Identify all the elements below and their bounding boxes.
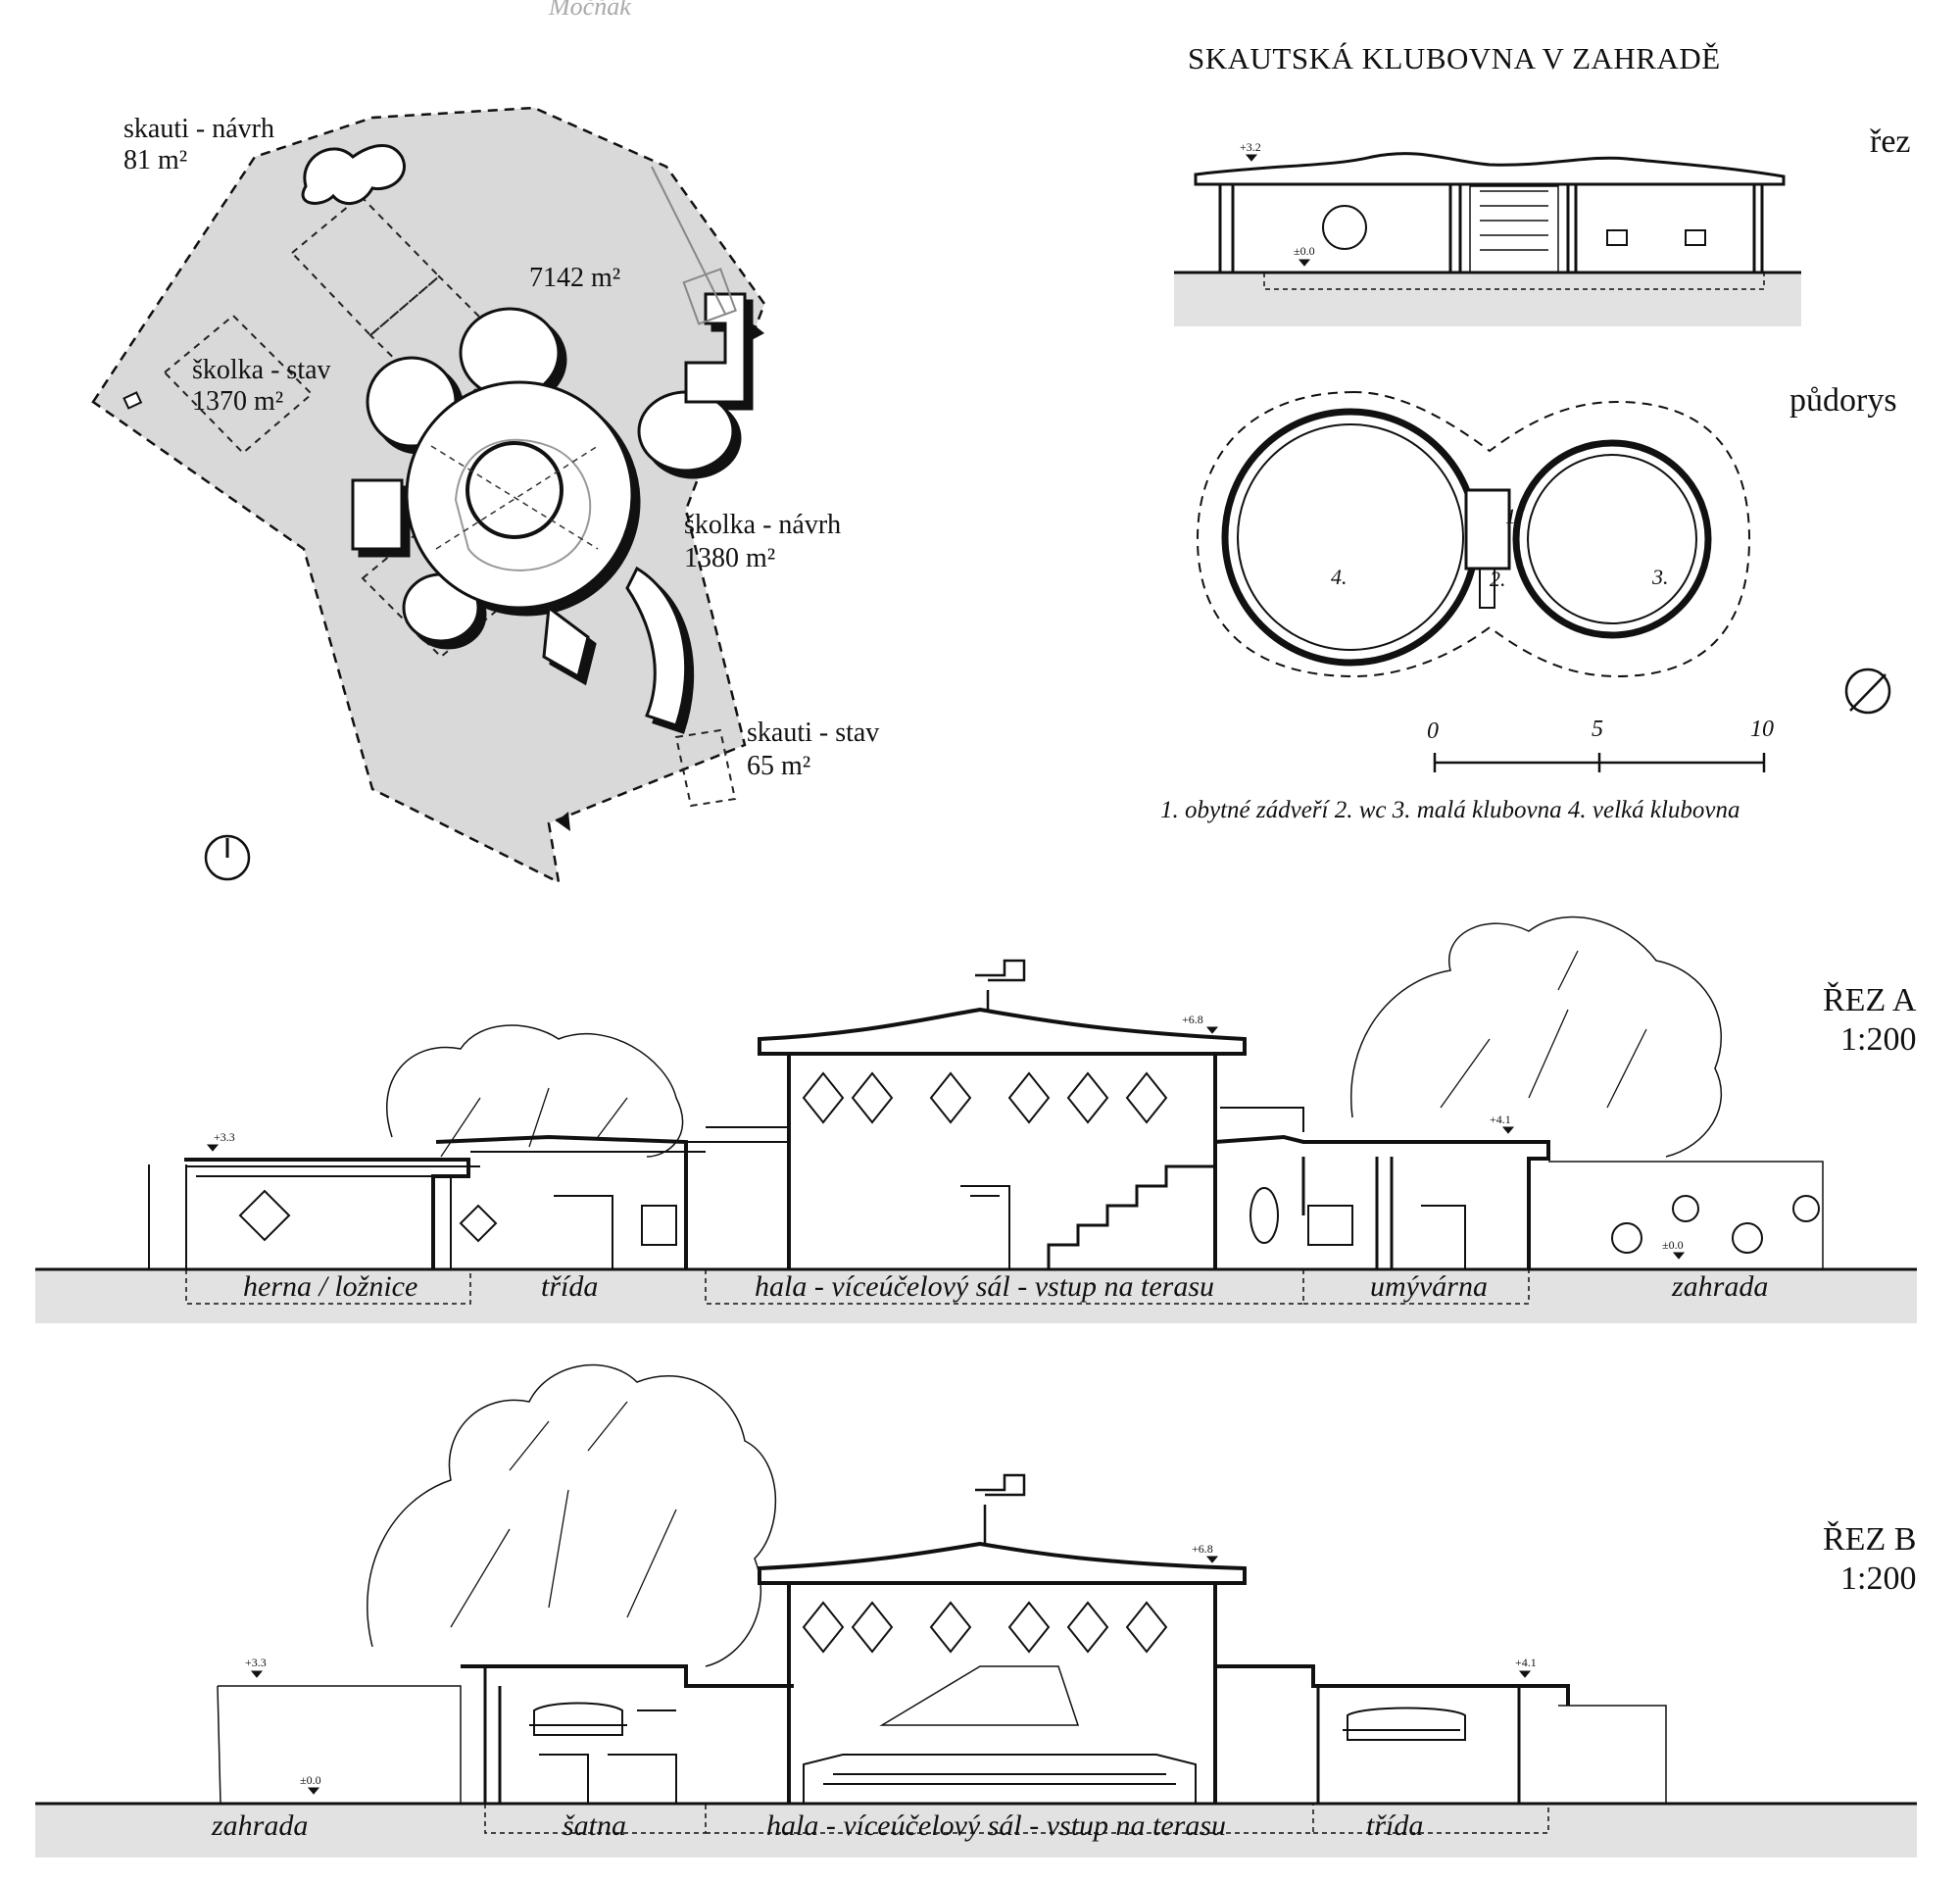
section-a-level-4: ±0.0	[1662, 1238, 1684, 1252]
area-kindergarten-proposal: 1380 m²	[684, 543, 776, 573]
ground-band-b	[35, 1804, 1917, 1857]
section-a-drawing	[35, 916, 1917, 1323]
author-fragment: Močňák	[549, 0, 631, 21]
plan-outline-dashed	[1196, 390, 1751, 678]
section-a-room-1: herna / ložnice	[243, 1270, 418, 1303]
section-b-scale: 1:200	[1840, 1560, 1917, 1597]
label-scouts-proposal: skauti - návrh	[123, 114, 274, 144]
room-number-3: 3.	[1652, 565, 1669, 589]
small-shed	[122, 391, 143, 410]
ground-band	[1174, 272, 1801, 326]
scale-tick-5: 5	[1592, 717, 1603, 742]
clubhouse-plan-heading: půdorys	[1789, 382, 1897, 419]
room-number-4: 4.	[1331, 565, 1348, 589]
section-b-drawing	[35, 1363, 1917, 1857]
large-clubroom-wall	[1221, 408, 1480, 667]
room-number-2: 2.	[1490, 567, 1506, 591]
tree-left-a	[386, 1024, 684, 1158]
section-b-level-2: ±0.0	[300, 1773, 321, 1787]
label-kindergarten-existing: školka - stav	[192, 355, 331, 385]
section-b-room-2: šatna	[563, 1809, 627, 1842]
small-clubroom-wall	[1512, 439, 1712, 639]
section-a-scale: 1:200	[1840, 1021, 1917, 1058]
level-marker-3-2	[1245, 154, 1258, 162]
hall-roof-a	[758, 1007, 1247, 1056]
amphitheatre-steps	[803, 1754, 1197, 1804]
compass-icon	[1844, 668, 1891, 715]
section-a-room-5: zahrada	[1672, 1270, 1769, 1303]
area-scouts-existing: 65 m²	[747, 751, 811, 781]
scale-tick-10: 10	[1750, 717, 1774, 742]
label-kindergarten-proposal: školka - návrh	[684, 510, 842, 540]
section-a-heading: ŘEZ A	[1823, 982, 1917, 1018]
section-b-room-3: hala - víceúčelový sál - vstup na terasu	[766, 1809, 1227, 1842]
section-b-level-4: +4.1	[1515, 1656, 1537, 1669]
east-fence	[651, 166, 726, 315]
section-a-room-3: hala - víceúčelový sál - vstup na terasu	[755, 1270, 1215, 1303]
clubhouse-section-heading: řez	[1870, 124, 1911, 160]
clubhouse-legend: 1. obytné zádveří 2. wc 3. malá klubovna…	[1160, 797, 1740, 823]
section-a-room-4: umývárna	[1370, 1270, 1488, 1303]
section-a-level-3: +4.1	[1490, 1113, 1511, 1126]
proposed-kindergarten	[351, 292, 754, 734]
section-b-level-3: +6.8	[1192, 1542, 1213, 1556]
tree-b	[367, 1363, 777, 1667]
area-scouts-proposal: 81 m²	[123, 145, 188, 175]
entrance-arrow-east	[750, 322, 764, 341]
north-arrow-icon	[204, 834, 251, 881]
section-b-room-1: zahrada	[212, 1809, 309, 1842]
section-b-level-1: +3.3	[245, 1656, 267, 1669]
room-number-1: 1.	[1505, 504, 1522, 528]
proposed-scout-clubhouse	[301, 143, 406, 205]
section-a-level-1: +3.3	[214, 1130, 235, 1144]
scale-bar	[1433, 753, 1766, 772]
section-a-level-2: +6.8	[1182, 1013, 1203, 1026]
label-scouts-existing: skauti - stav	[747, 718, 880, 748]
level-marker-0-0	[1298, 259, 1311, 267]
section-a-room-2: třída	[541, 1270, 599, 1303]
clubhouse-plan-drawing	[1196, 390, 1891, 772]
site-plan	[91, 106, 766, 885]
clubhouse-level-ground: ±0.0	[1294, 244, 1315, 258]
entrance-arrow-south	[557, 812, 570, 831]
clubhouse-section-drawing	[1174, 152, 1801, 326]
hall-roof-b	[758, 1541, 1247, 1585]
ground-band-a	[35, 1269, 1917, 1323]
tree-right-a	[1350, 916, 1722, 1158]
clubhouse-level-top: +3.2	[1240, 140, 1261, 154]
section-b-room-4: třída	[1366, 1809, 1424, 1842]
gate-box	[682, 268, 737, 325]
vestibule	[1464, 488, 1511, 570]
site-total-area: 7142 m²	[529, 263, 621, 293]
stair-a	[1047, 1164, 1215, 1269]
sheet-title: SKAUTSKÁ KLUBOVNA V ZAHRADĚ	[1188, 41, 1721, 75]
section-b-heading: ŘEZ B	[1823, 1521, 1917, 1558]
scale-tick-0: 0	[1427, 718, 1439, 744]
existing-scout-building	[674, 728, 737, 808]
area-kindergarten-existing: 1370 m²	[192, 386, 284, 417]
